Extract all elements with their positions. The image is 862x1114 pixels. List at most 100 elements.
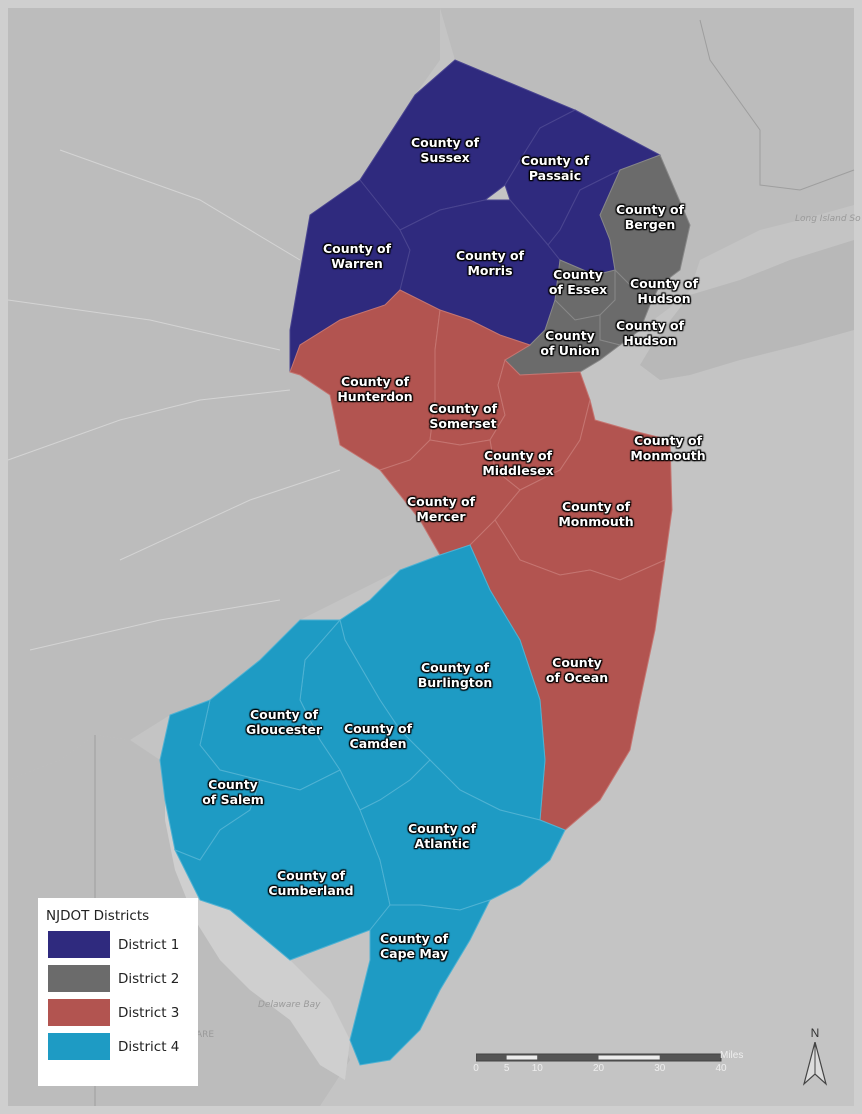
legend-swatch xyxy=(48,999,110,1026)
scale-bar-graphic xyxy=(476,1053,722,1062)
north-arrow-icon xyxy=(802,1042,828,1086)
county-hudson-shape[interactable] xyxy=(599,268,661,346)
land-west xyxy=(8,8,445,780)
legend-item: District 3 xyxy=(44,998,192,1027)
county-label-line: Monmouth xyxy=(630,448,706,463)
county-label-line: County xyxy=(553,267,603,282)
county-label-gloucester[interactable]: County of Gloucester xyxy=(246,707,322,737)
county-label-sussex[interactable]: County of Sussex xyxy=(411,135,479,165)
county-label-line: of Ocean xyxy=(545,670,609,685)
county-label-middlesex[interactable]: County of Middlesex xyxy=(482,448,553,478)
legend-item: District 4 xyxy=(44,1032,192,1061)
delaware-state-label: ARE xyxy=(196,1030,215,1040)
county-label-cumberland[interactable]: County of Cumberland xyxy=(268,868,353,898)
county-label-line: Warren xyxy=(331,256,383,271)
county-label-line: County of xyxy=(455,248,525,263)
county-label-line: County of xyxy=(561,499,631,514)
legend-label: District 3 xyxy=(118,1004,180,1021)
scale-tick-label: 20 xyxy=(592,1063,605,1074)
legend-swatch xyxy=(48,965,110,992)
county-label-mercer[interactable]: County of Mercer xyxy=(407,494,475,524)
county-label-line: Sussex xyxy=(420,150,470,165)
north-letter: N xyxy=(810,1026,820,1040)
county-label-line: Middlesex xyxy=(482,463,554,478)
delaware-bay-label: Delaware Bay xyxy=(258,1000,321,1010)
county-label-cape-may[interactable]: County of Cape May xyxy=(380,931,448,961)
legend-rows: District 1 District 2 District 3 District 4 xyxy=(44,930,192,1061)
legend-item: District 1 xyxy=(44,930,192,959)
county-label-line: County xyxy=(208,777,258,792)
scale-unit-label: Miles xyxy=(720,1050,744,1061)
county-label-essex[interactable]: County of Essex xyxy=(549,267,607,297)
county-label-monmouth-1[interactable]: County of Monmouth xyxy=(630,433,705,463)
county-label-somerset[interactable]: County of Somerset xyxy=(429,401,497,431)
county-label-hudson-1[interactable]: County of Hudson xyxy=(630,276,698,306)
county-label-line: County of xyxy=(249,707,319,722)
land-long-island xyxy=(640,240,854,380)
county-label-line: County of xyxy=(520,153,590,168)
county-label-line: County of xyxy=(615,202,685,217)
county-label-line: Atlantic xyxy=(414,836,470,851)
county-label-line: County of xyxy=(406,494,476,509)
legend-swatch xyxy=(48,1033,110,1060)
legend-label: District 4 xyxy=(118,1038,180,1055)
long-island-label: Long Island So xyxy=(795,214,861,224)
county-cape-may-shape[interactable] xyxy=(349,899,491,1066)
scale-tick-label: 30 xyxy=(654,1063,666,1074)
road-line xyxy=(7,149,341,651)
county-label-hunterdon[interactable]: County of Hunterdon xyxy=(337,374,412,404)
county-label-line: Mercer xyxy=(416,509,466,524)
county-label-line: County of xyxy=(633,433,703,448)
county-label-line: Hunterdon xyxy=(337,389,413,404)
county-label-line: County of xyxy=(322,241,392,256)
county-label-line: of Salem xyxy=(202,792,264,807)
county-label-monmouth-2[interactable]: County of Monmouth xyxy=(558,499,633,529)
scale-tick-label: 40 xyxy=(715,1063,727,1074)
county-label-line: County of xyxy=(410,135,480,150)
county-label-bergen[interactable]: County of Bergen xyxy=(616,202,684,232)
county-label-line: County of xyxy=(483,448,553,463)
scale-tick-label: 5 xyxy=(503,1063,510,1074)
scale-tick-label: 10 xyxy=(531,1063,543,1074)
state-border-line xyxy=(699,19,855,191)
county-label-atlantic[interactable]: County of Atlantic xyxy=(408,821,476,851)
county-label-line: County of xyxy=(615,318,685,333)
county-label-camden[interactable]: County of Camden xyxy=(344,721,412,751)
scale-tick-label: 0 xyxy=(473,1063,479,1074)
legend-label: District 1 xyxy=(118,936,180,953)
county-label-line: County of xyxy=(420,660,490,675)
county-label-passaic[interactable]: County of Passaic xyxy=(521,153,589,183)
county-label-line: Hudson xyxy=(637,291,691,306)
county-label-union[interactable]: County of Union xyxy=(540,328,599,358)
legend-label: District 2 xyxy=(118,970,180,987)
county-label-line: County of xyxy=(343,721,413,736)
county-label-burlington[interactable]: County of Burlington xyxy=(418,660,492,690)
county-label-line: County of xyxy=(340,374,410,389)
county-label-line: Hudson xyxy=(623,333,677,348)
county-label-line: of Union xyxy=(540,343,600,358)
county-label-hudson-2[interactable]: County of Hudson xyxy=(616,318,684,348)
county-label-morris[interactable]: County of Morris xyxy=(456,248,524,278)
county-label-line: Camden xyxy=(349,736,407,751)
county-label-line: Gloucester xyxy=(246,722,322,737)
county-label-ocean[interactable]: County of Ocean xyxy=(546,655,608,685)
legend-title: NJDOT Districts xyxy=(46,908,150,924)
county-label-line: of Essex xyxy=(548,282,608,297)
county-label-line: Cape May xyxy=(379,946,449,961)
county-label-salem[interactable]: County of Salem xyxy=(202,777,264,807)
county-label-line: County of xyxy=(276,868,346,883)
county-label-line: County of xyxy=(407,821,477,836)
county-label-warren[interactable]: County of Warren xyxy=(323,241,391,271)
county-label-line: County of xyxy=(379,931,449,946)
county-label-line: Passaic xyxy=(528,168,582,183)
scale-bar: Miles 0 5 10 20 30 40 xyxy=(470,1050,760,1080)
county-label-line: County xyxy=(552,655,602,670)
county-label-line: Burlington xyxy=(417,675,493,690)
county-label-line: County of xyxy=(629,276,699,291)
county-label-line: Cumberland xyxy=(268,883,354,898)
north-arrow: N xyxy=(800,1026,830,1086)
county-mercer-shape[interactable] xyxy=(379,439,521,556)
